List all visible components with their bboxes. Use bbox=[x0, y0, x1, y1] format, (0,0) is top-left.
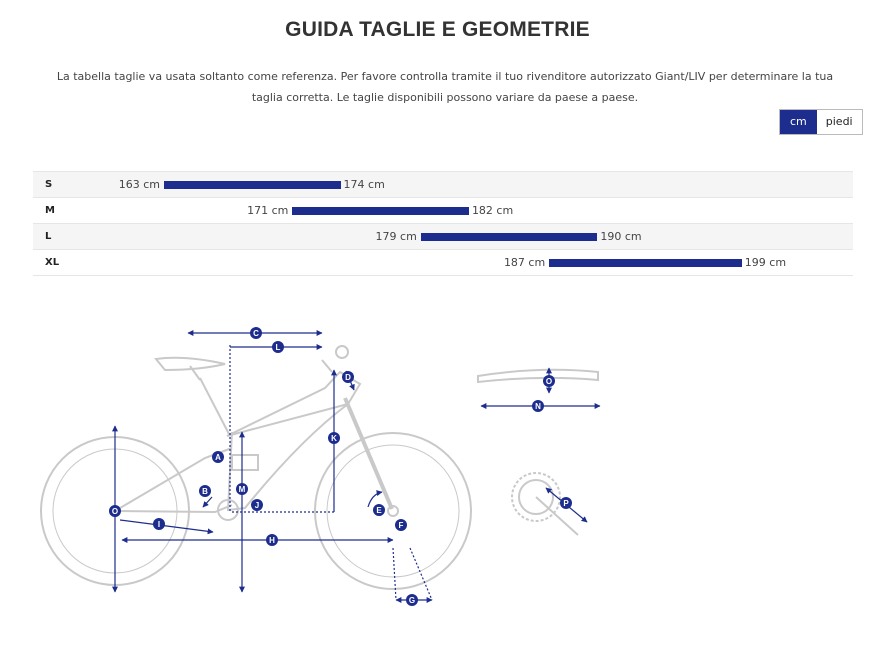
stem bbox=[321, 359, 333, 373]
marker-d: D bbox=[342, 371, 354, 383]
size-label: XL bbox=[45, 257, 60, 268]
line-b bbox=[202, 496, 213, 508]
svg-text:B: B bbox=[202, 487, 208, 496]
front-wheel bbox=[314, 432, 472, 590]
dimension-lines bbox=[112, 330, 601, 603]
marker-b: B bbox=[199, 485, 211, 497]
svg-text:D: D bbox=[345, 373, 351, 382]
seat-stay bbox=[114, 447, 233, 512]
size-row-s: S 163 cm 174 cm bbox=[33, 171, 853, 197]
marker-g: G bbox=[406, 594, 418, 606]
size-label: M bbox=[45, 205, 55, 216]
size-max-height: 182 cm bbox=[471, 204, 514, 217]
svg-text:O: O bbox=[112, 507, 118, 516]
marker-o: O bbox=[109, 505, 121, 517]
geometry-markers: C L D K A B M J E F O I H G O N P bbox=[109, 327, 572, 606]
arc-e bbox=[367, 490, 383, 508]
svg-text:M: M bbox=[239, 485, 246, 494]
unit-cm-button[interactable]: cm bbox=[780, 110, 817, 134]
crankset bbox=[217, 499, 239, 521]
top-tube bbox=[226, 370, 362, 437]
bike-geometry-diagram: C L D K A B M J E F O I H G O N P bbox=[40, 327, 601, 606]
size-max-height: 190 cm bbox=[600, 230, 642, 243]
marker-m: M bbox=[236, 483, 248, 495]
svg-text:J: J bbox=[255, 501, 259, 510]
marker-i: I bbox=[153, 518, 165, 530]
svg-text:L: L bbox=[276, 343, 281, 352]
size-row-m: M 171 cm 182 cm bbox=[33, 197, 853, 223]
svg-text:N: N bbox=[535, 402, 541, 411]
size-range-bar bbox=[292, 207, 469, 215]
size-min-height: 171 cm bbox=[247, 204, 289, 217]
marker-k: K bbox=[328, 432, 340, 444]
size-row-l: L 179 cm 190 cm bbox=[33, 223, 853, 249]
size-label: L bbox=[45, 231, 52, 242]
seat-tube bbox=[199, 377, 231, 437]
size-min-height: 179 cm bbox=[375, 230, 417, 243]
shock bbox=[231, 454, 259, 471]
fork bbox=[343, 397, 394, 510]
marker-e: E bbox=[373, 504, 385, 516]
svg-text:G: G bbox=[409, 596, 415, 605]
svg-text:A: A bbox=[215, 453, 221, 462]
size-max-height: 174 cm bbox=[343, 178, 385, 191]
unit-toggle: cm piedi bbox=[779, 109, 863, 135]
size-row-xl: XL 187 cm 199 cm bbox=[33, 249, 853, 276]
size-min-height: 163 cm bbox=[118, 178, 160, 191]
saddle bbox=[154, 356, 226, 372]
handlebar-top bbox=[477, 368, 599, 384]
marker-c: C bbox=[250, 327, 262, 339]
svg-text:I: I bbox=[158, 520, 160, 529]
size-range-table: S 163 cm 174 cm M 171 cm 182 cm L 179 cm 190 cm X… bbox=[33, 171, 853, 276]
marker-j: J bbox=[251, 499, 263, 511]
svg-text:C: C bbox=[253, 329, 259, 338]
size-range-bar bbox=[164, 181, 341, 189]
size-range-bar bbox=[549, 259, 742, 267]
svg-text:O: O bbox=[546, 377, 552, 386]
svg-text:E: E bbox=[376, 506, 382, 515]
marker-o-bar: O bbox=[543, 375, 555, 387]
svg-text:P: P bbox=[563, 499, 569, 508]
size-range-bar bbox=[420, 233, 598, 241]
page-title: GUIDA TAGLIE E GEOMETRIE bbox=[285, 18, 590, 41]
svg-text:K: K bbox=[331, 434, 337, 443]
marker-p: P bbox=[560, 497, 572, 509]
size-min-height: 187 cm bbox=[503, 256, 546, 269]
svg-text:F: F bbox=[399, 521, 404, 530]
size-max-height: 199 cm bbox=[744, 256, 787, 269]
size-guide-intro: La tabella taglie va usata soltanto come… bbox=[56, 70, 834, 104]
marker-h: H bbox=[266, 534, 278, 546]
marker-n: N bbox=[532, 400, 544, 412]
line-i bbox=[119, 519, 214, 535]
marker-l: L bbox=[272, 341, 284, 353]
unit-feet-button[interactable]: piedi bbox=[816, 110, 862, 134]
marker-f: F bbox=[395, 519, 407, 531]
chain-stay bbox=[114, 504, 233, 514]
svg-text:H: H bbox=[269, 536, 275, 545]
bike-outline bbox=[40, 345, 599, 590]
size-label: S bbox=[45, 179, 53, 190]
marker-a: A bbox=[212, 451, 224, 463]
